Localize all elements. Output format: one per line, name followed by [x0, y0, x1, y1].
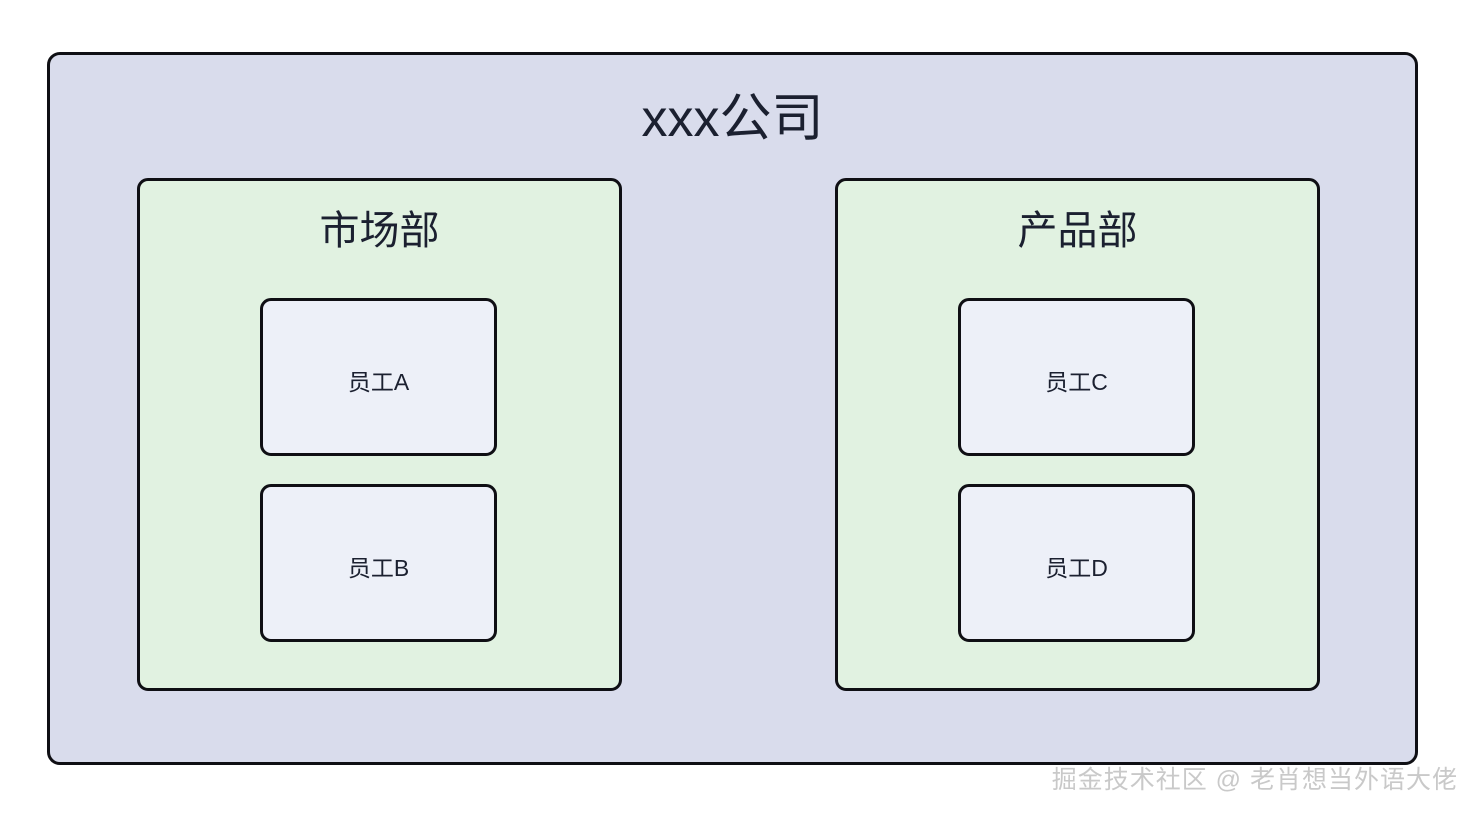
watermark: 掘金技术社区 @ 老肖想当外语大佬	[1051, 766, 1458, 794]
employee-label: 员工A	[347, 368, 410, 395]
employee-card: 员工C	[958, 298, 1195, 456]
employee-label: 员工B	[347, 554, 410, 581]
employee-card: 员工D	[958, 484, 1195, 642]
company-title: xxx公司	[641, 90, 824, 148]
department-container-product: 产品部 员工C 员工D	[835, 178, 1320, 691]
employee-label: 员工D	[1045, 554, 1108, 581]
department-container-marketing: 市场部 员工A 员工B	[137, 178, 622, 691]
employee-card: 员工A	[260, 298, 497, 456]
employee-card: 员工B	[260, 484, 497, 642]
department-title-product: 产品部	[1017, 209, 1138, 253]
company-container: xxx公司 市场部 员工A 员工B 产品部 员工C 员工D	[47, 52, 1418, 765]
department-title-marketing: 市场部	[319, 209, 440, 253]
employee-label: 员工C	[1045, 368, 1108, 395]
